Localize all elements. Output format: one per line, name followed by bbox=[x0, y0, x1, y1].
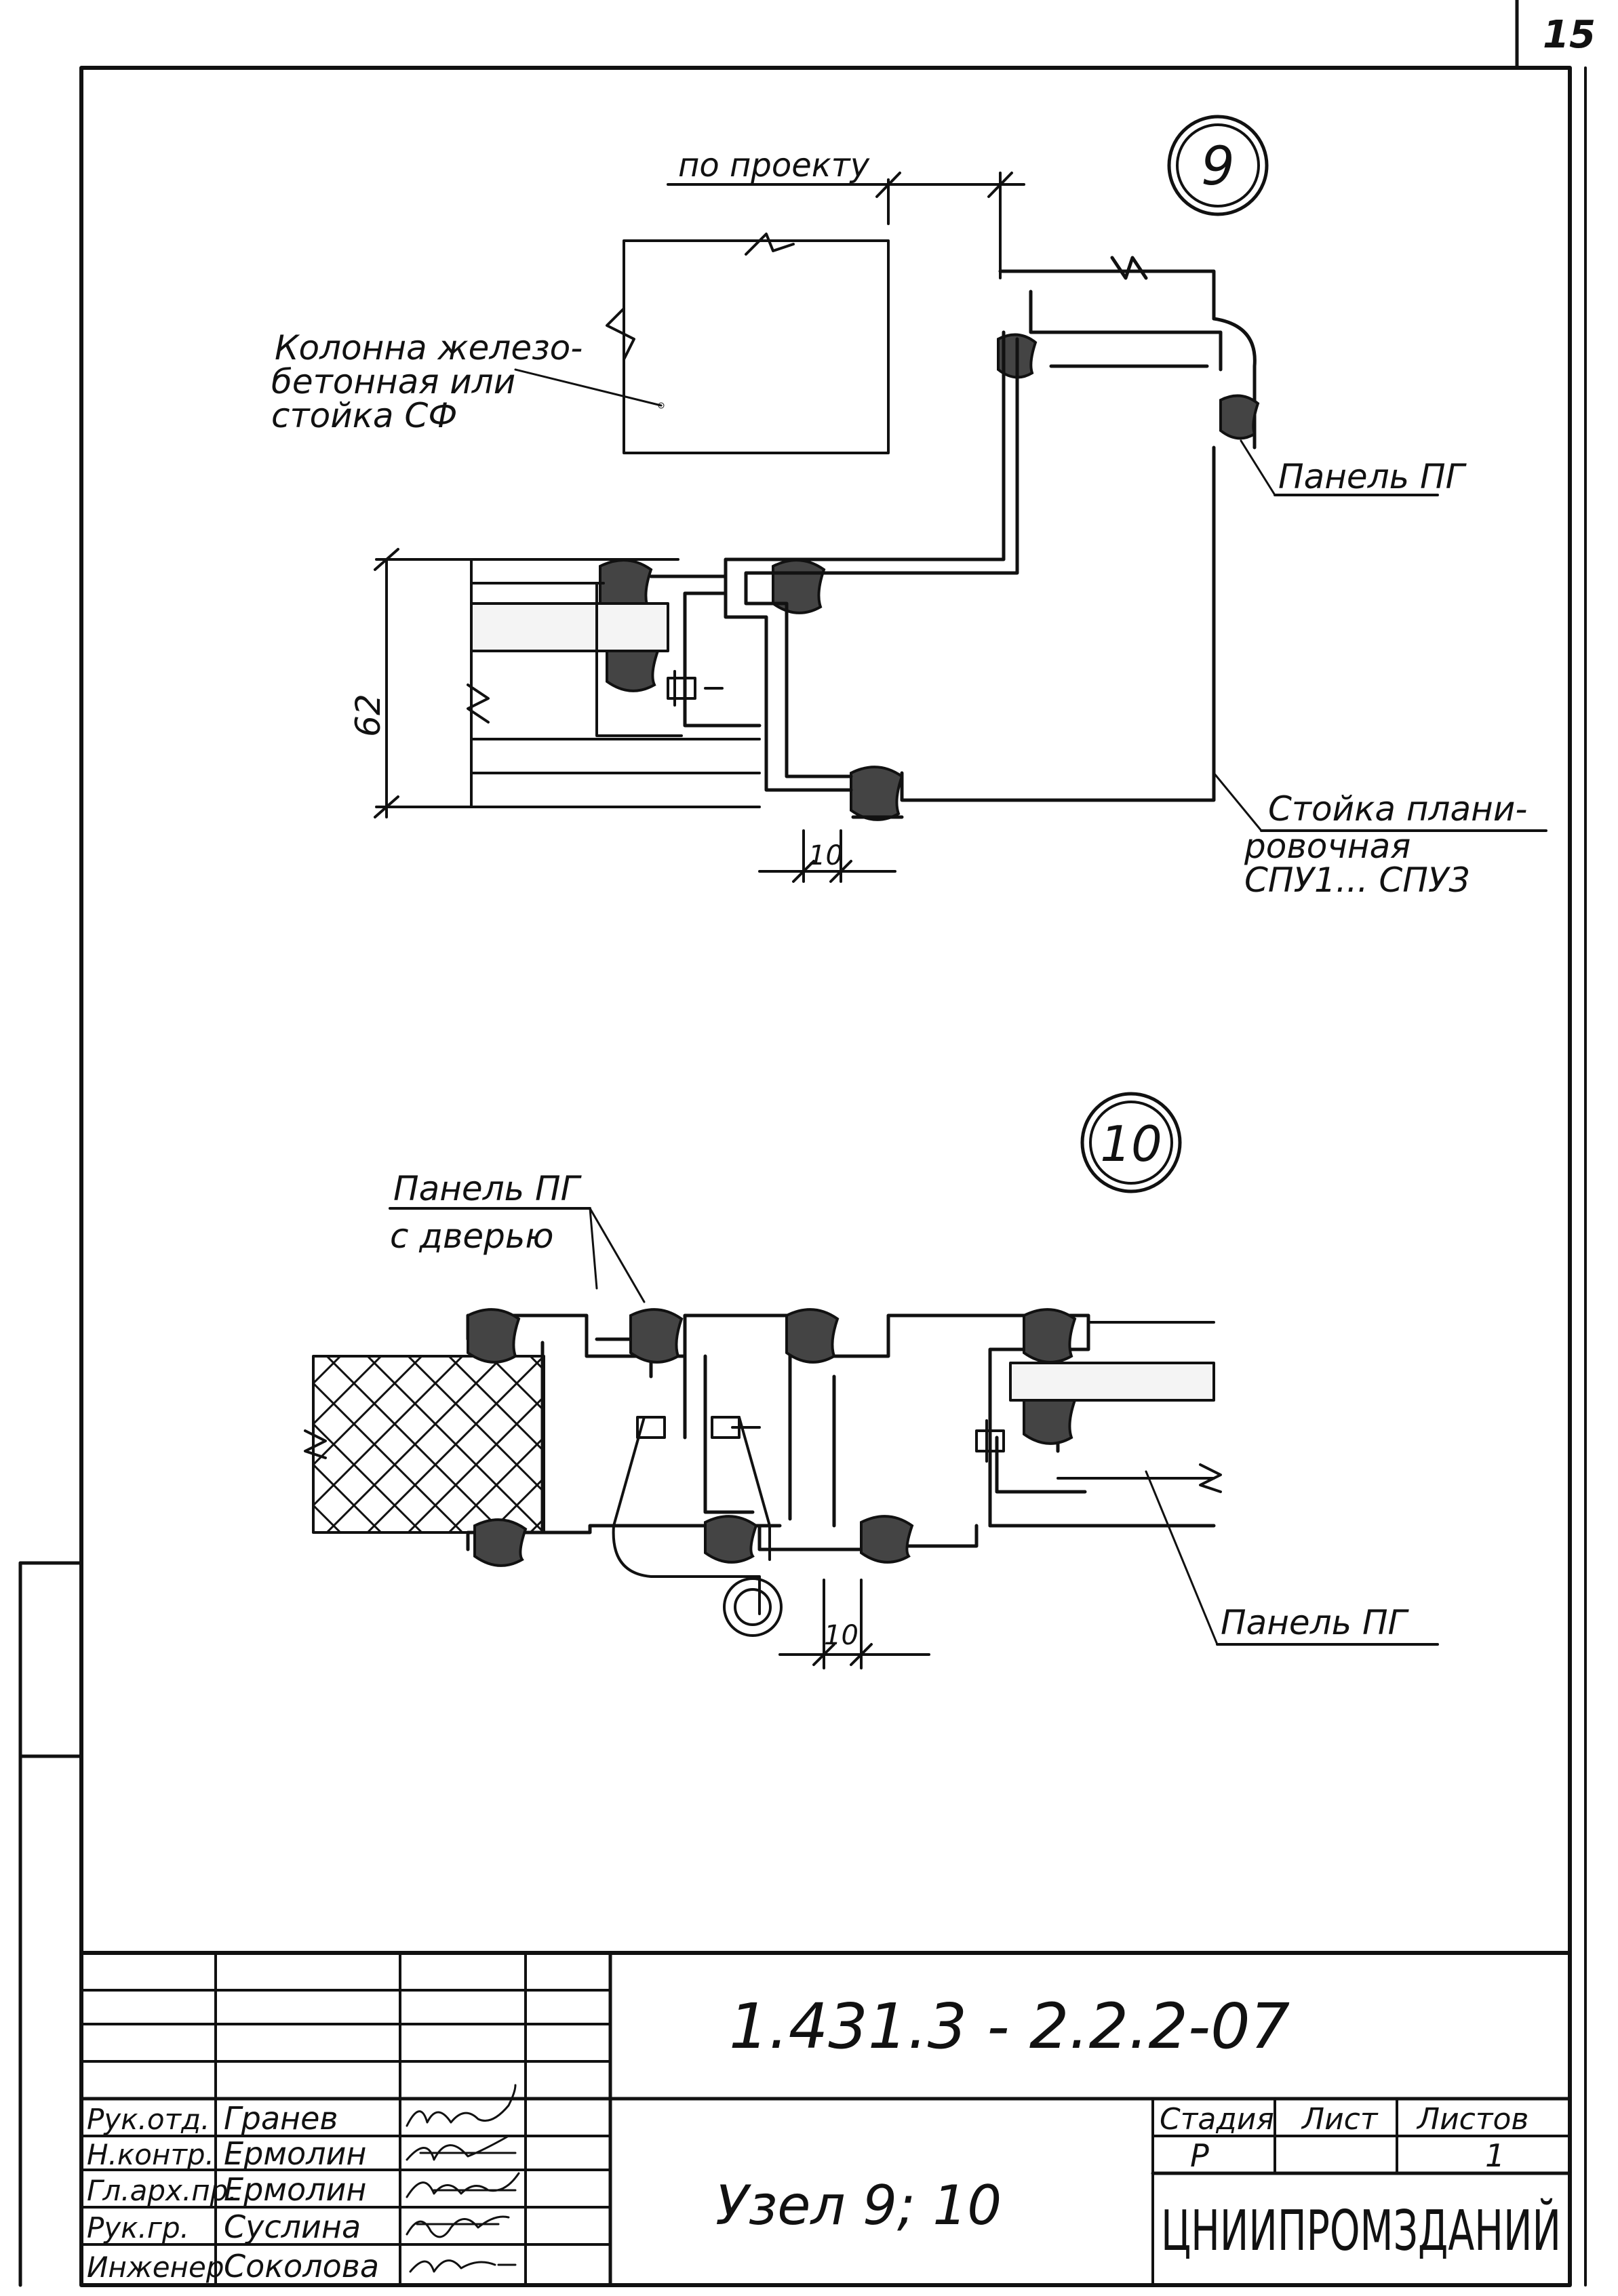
sheets-value: 1 bbox=[1485, 2137, 1505, 2174]
door-hinge bbox=[612, 1416, 783, 1637]
document-designation: 1.431.3 - 2.2.2-07 bbox=[729, 1990, 1290, 2063]
node-9-callout: 9 bbox=[1167, 115, 1269, 216]
staff-name: Гранев bbox=[224, 2100, 338, 2137]
drawing-title: Узел 9; 10 bbox=[715, 2174, 1002, 2237]
column-leader bbox=[514, 368, 663, 407]
node-9-number: 9 bbox=[1201, 136, 1235, 197]
column-label-line3: стойка СФ bbox=[271, 396, 457, 435]
staff-role: Рук.отд. bbox=[87, 2103, 210, 2136]
dimension-10-node10 bbox=[778, 1579, 930, 1669]
dimension-62-value: 62 bbox=[349, 694, 388, 737]
planning-post bbox=[649, 330, 1216, 819]
panel-door-label-line2: с дверью bbox=[390, 1216, 553, 1256]
node-9: 9 по проекту Колонна железо- бетонная ил… bbox=[271, 115, 1547, 900]
page-number: 15 bbox=[1543, 13, 1596, 57]
staff-table: Рук.отд. Гранев Н.контр. Ермолин Гл.арх.… bbox=[87, 2100, 379, 2284]
node-10: 10 Панель ПГ с дверью bbox=[304, 1092, 1439, 1669]
panel-door-label-line1: Панель ПГ bbox=[393, 1169, 583, 1208]
door-frame-profile bbox=[466, 1313, 1216, 1551]
staff-role: Н.контр. bbox=[87, 2138, 214, 2171]
staff-role: Инженер bbox=[87, 2251, 224, 2284]
post-label-line3: СПУ1... СПУ3 bbox=[1244, 860, 1470, 900]
wall-panel-left bbox=[467, 558, 761, 808]
sheet-header: Лист bbox=[1301, 2102, 1379, 2137]
column-label-line1: Колонна железо- bbox=[275, 328, 583, 368]
panel-pg-label-bottom: Панель ПГ bbox=[1221, 1603, 1410, 1642]
dimension-10-node9 bbox=[758, 829, 896, 883]
node-10-number: 10 bbox=[1100, 1115, 1162, 1172]
dimension-62 bbox=[374, 548, 476, 818]
column-label-line2: бетонная или bbox=[271, 362, 515, 401]
dimension-10-node9-value: 10 bbox=[808, 840, 843, 871]
staff-name: Ермолин bbox=[224, 2171, 366, 2208]
sheet-frame bbox=[18, 0, 1587, 2287]
staff-name: Суслина bbox=[224, 2209, 361, 2245]
staff-name: Ермолин bbox=[224, 2135, 366, 2172]
seal-gasket bbox=[467, 1308, 1077, 1567]
node-10-callout: 10 bbox=[1080, 1092, 1182, 1193]
dimension-10-node10-value: 10 bbox=[824, 1620, 859, 1651]
staff-name: Соколова bbox=[224, 2248, 379, 2284]
post-label-line2: ровочная bbox=[1244, 827, 1410, 866]
sheets-header: Листов bbox=[1416, 2102, 1528, 2137]
dimension-project-label: по проекту bbox=[678, 146, 870, 184]
panel-pg-label-top: Панель ПГ bbox=[1278, 457, 1467, 496]
dimension-project bbox=[667, 172, 1025, 279]
staff-role: Гл.арх.пр. bbox=[87, 2174, 237, 2207]
organization-name: ЦНИИПРОМЗДАНИЙ bbox=[1161, 2198, 1561, 2263]
title-block bbox=[79, 1951, 1572, 2287]
concrete-column bbox=[606, 233, 890, 454]
post-label-line1: Стойка плани- bbox=[1268, 789, 1527, 829]
stage-header: Стадия bbox=[1160, 2102, 1274, 2137]
wall-panel-right bbox=[975, 1321, 1222, 1527]
staff-role: Рук.гр. bbox=[87, 2211, 189, 2244]
panel-pg-top bbox=[998, 256, 1257, 450]
stage-value: Р bbox=[1190, 2137, 1209, 2174]
signatures bbox=[406, 2084, 520, 2273]
